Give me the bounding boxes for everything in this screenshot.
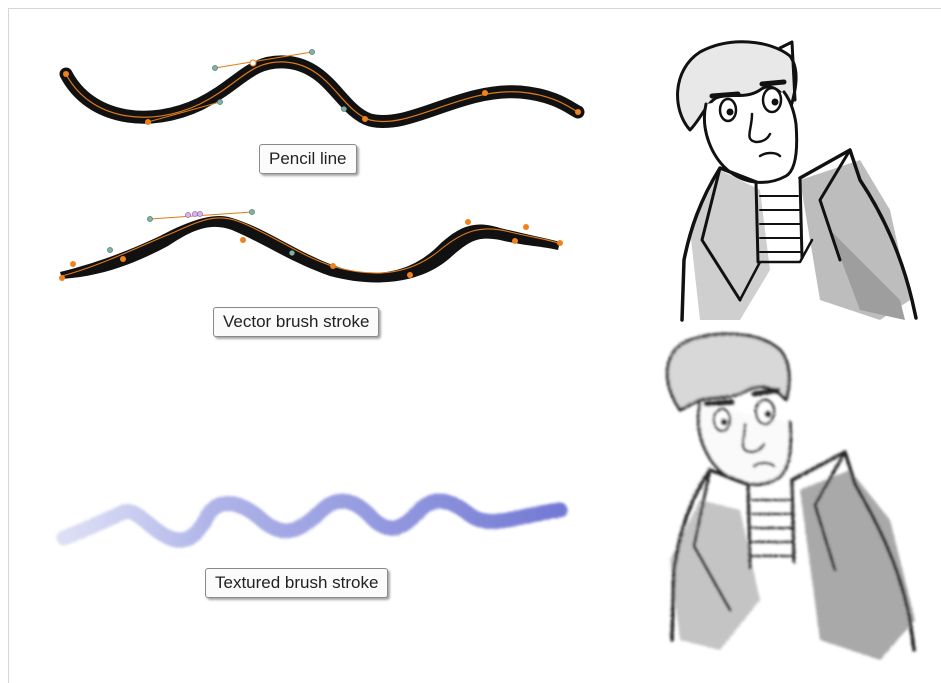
textured-brush-stroke xyxy=(64,501,560,540)
textured-character-drawing xyxy=(667,334,915,660)
pencil-line-label: Pencil line xyxy=(259,144,357,174)
pencil-line-stroke xyxy=(63,49,581,125)
clean-line-character-drawing xyxy=(678,42,916,320)
vector-brush-stroke-label: Vector brush stroke xyxy=(213,307,379,337)
textured-brush-stroke-label: Textured brush stroke xyxy=(205,568,388,598)
vector-brush-stroke xyxy=(59,209,563,282)
